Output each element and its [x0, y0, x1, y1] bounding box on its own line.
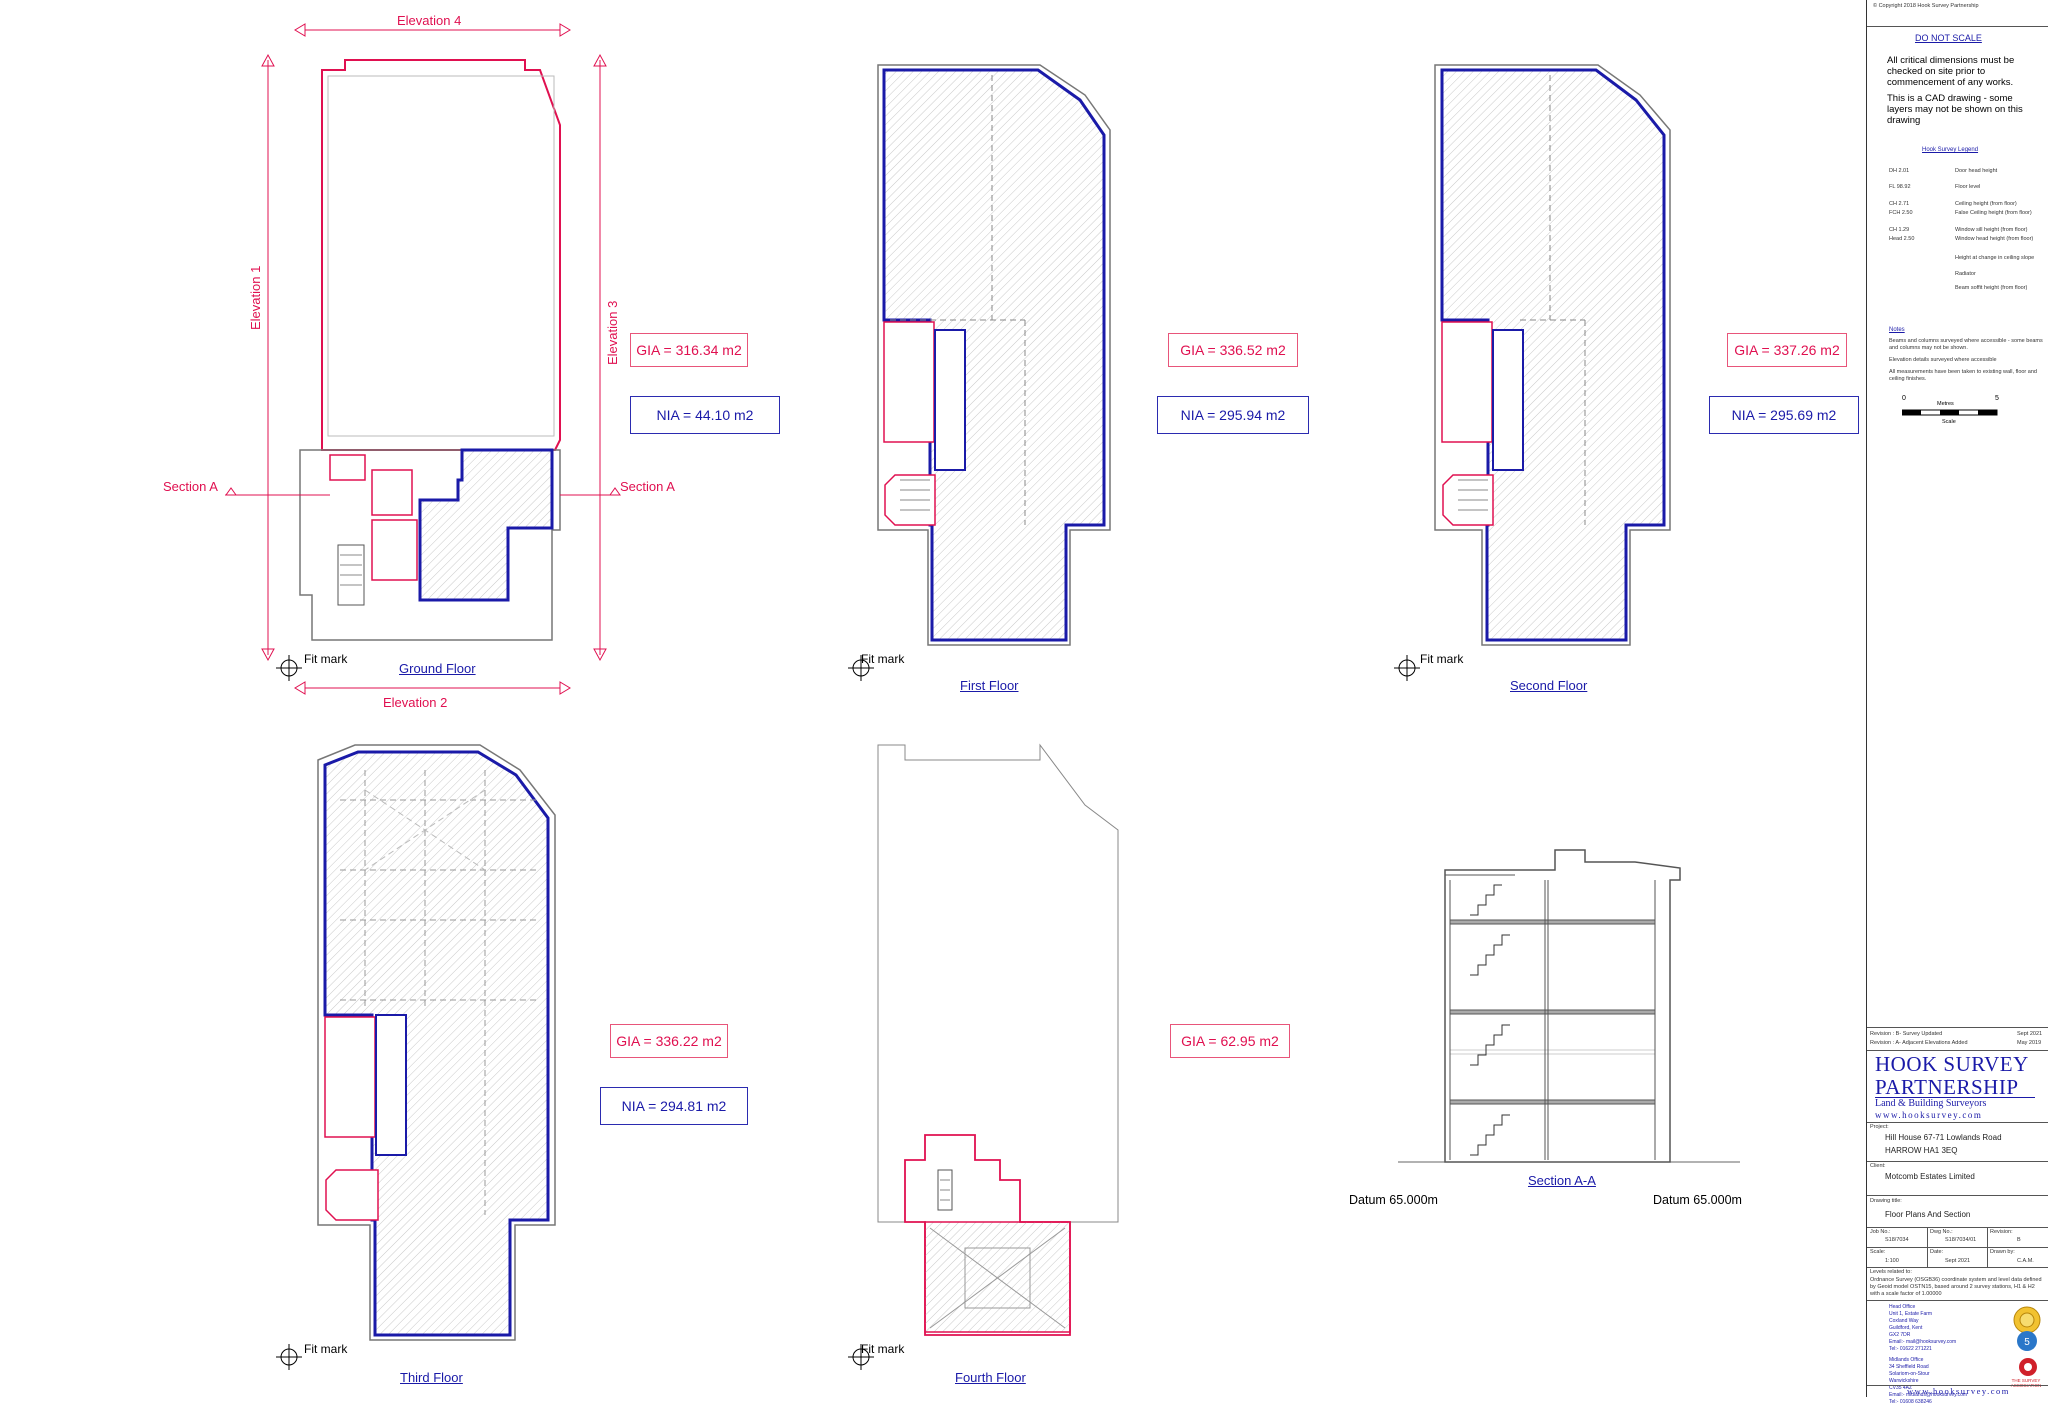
second-fit-mark: Fit mark	[1420, 652, 1464, 666]
datum-right-label: Datum 65.000m	[1653, 1193, 1742, 1207]
drawn-by-label: Drawn by:	[1990, 1249, 2015, 1255]
ground-floor-title: Ground Floor	[399, 661, 476, 676]
drawing-title-label: Drawing title:	[1870, 1198, 1902, 1204]
first-floor-nia: NIA = 295.94 m2	[1157, 396, 1309, 434]
scale-bar-unit: Metres	[1937, 401, 1954, 407]
section-a-right-label: Section A	[620, 479, 675, 494]
third-floor-gia: GIA = 336.22 m2	[610, 1024, 728, 1058]
floor-plans-drawing	[225, 23, 1740, 1370]
fourth-floor-title: Fourth Floor	[955, 1370, 1026, 1385]
project-label: Project:	[1870, 1124, 1889, 1130]
revision-a: Revision : A- Adjacent Elevations Added	[1870, 1040, 1968, 1046]
third-floor-title: Third Floor	[400, 1370, 463, 1385]
scale-bar-end: 5	[1995, 395, 1999, 402]
drawn-by-value: C.A.M.	[2017, 1258, 2034, 1264]
scale-label: Scale:	[1870, 1249, 1886, 1255]
datum-left-label: Datum 65.000m	[1349, 1193, 1438, 1207]
brand-line-2: PARTNERSHIP	[1875, 1075, 2019, 1099]
legend-title: Hook Survey Legend	[1922, 147, 1979, 153]
revision-value: B	[2017, 1237, 2021, 1243]
project-line-1: Hill House 67-71 Lowlands Road	[1885, 1133, 2002, 1142]
revision-label: Revision:	[1990, 1229, 2013, 1235]
section-a-a-title: Section A-A	[1528, 1173, 1596, 1188]
elevation-3-label: Elevation 3	[605, 300, 620, 365]
section-a-left-label: Section A	[163, 479, 218, 494]
scale-bar-start: 0	[1902, 395, 1906, 402]
first-floor-plan	[848, 64, 1111, 681]
do-not-scale: DO NOT SCALE	[1915, 33, 1982, 43]
first-floor-gia: GIA = 336.52 m2	[1168, 333, 1298, 367]
brand-line-1: HOOK SURVEY	[1875, 1052, 2029, 1076]
job-label: Job No.:	[1870, 1229, 1891, 1235]
fourth-floor-gia: GIA = 62.95 m2	[1170, 1024, 1290, 1058]
head-office-address: Head Office Unit 1, Estate Farm Coxland …	[1889, 1304, 1957, 1352]
second-floor-plan	[1394, 64, 1671, 681]
third-fit-mark: Fit mark	[304, 1342, 348, 1356]
third-floor-plan	[276, 744, 556, 1370]
title-block: © Copyright 2018 Hook Survey Partnership…	[1866, 0, 2048, 1405]
tsa-label: THE SURVEY ASSOCIATION	[2010, 1378, 2042, 1388]
third-floor-nia: NIA = 294.81 m2	[600, 1087, 748, 1125]
revision-a-date: May 2019	[2017, 1040, 2042, 1046]
fourth-floor-plan	[848, 743, 1119, 1370]
dwg-value: S18/7034/01	[1945, 1237, 1977, 1243]
dwg-label: Dwg No.:	[1930, 1229, 1953, 1235]
fourth-fit-mark: Fit mark	[861, 1342, 905, 1356]
brand-url: www.hooksurvey.com	[1875, 1110, 1983, 1120]
copyright-text: © Copyright 2018 Hook Survey Partnership	[1873, 3, 1979, 9]
svg-text:5: 5	[2024, 1337, 2030, 1348]
ground-floor-plan	[225, 23, 621, 695]
levels-text: Ordnance Survey (OSGB36) coordinate syst…	[1870, 1277, 2042, 1297]
note-3: All measurements have been taken to exis…	[1889, 369, 2037, 382]
footer-url: www.hooksurvey.com	[1907, 1386, 2010, 1396]
cad-drawing-note: This is a CAD drawing - some layers may …	[1887, 93, 2023, 126]
first-floor-title: First Floor	[960, 678, 1019, 693]
ground-floor-gia: GIA = 316.34 m2	[630, 333, 748, 367]
critical-dimensions-note: All critical dimensions must be checked …	[1887, 55, 2015, 88]
ground-fit-mark: Fit mark	[304, 652, 348, 666]
elevation-1-label: Elevation 1	[248, 265, 263, 330]
second-floor-nia: NIA = 295.69 m2	[1709, 396, 1859, 434]
note-1: Beams and columns surveyed where accessi…	[1889, 338, 2043, 351]
section-a-a-drawing	[1398, 849, 1740, 1163]
date-value: Sept 2021	[1945, 1258, 1971, 1264]
revision-b: Revision : B- Survey Updated	[1870, 1031, 1943, 1037]
date-label: Date:	[1930, 1249, 1944, 1255]
second-floor-gia: GIA = 337.26 m2	[1727, 333, 1847, 367]
note-2: Elevation details surveyed where accessi…	[1889, 357, 1997, 363]
scale-bar-label: Scale	[1942, 419, 1956, 425]
drawing-title-value: Floor Plans And Section	[1885, 1210, 1971, 1219]
client-value: Motcomb Estates Limited	[1885, 1172, 1975, 1181]
elevation-2-label: Elevation 2	[383, 695, 448, 710]
revision-b-date: Sept 2021	[2017, 1031, 2043, 1037]
first-fit-mark: Fit mark	[861, 652, 905, 666]
project-line-2: HARROW HA1 3EQ	[1885, 1146, 1958, 1155]
brand-line-3: Land & Building Surveyors	[1875, 1098, 1987, 1109]
job-value: S18/7034	[1885, 1237, 1909, 1243]
second-floor-title: Second Floor	[1510, 678, 1588, 693]
notes-title: Notes	[1889, 327, 1905, 333]
scale-value: 1:100	[1885, 1258, 1899, 1264]
scale-bar	[1902, 409, 1998, 416]
ground-floor-nia: NIA = 44.10 m2	[630, 396, 780, 434]
levels-label: Levels related to:	[1870, 1269, 1912, 1275]
tsa-logo-icon	[2019, 1358, 2037, 1376]
elevation-4-label: Elevation 4	[397, 13, 462, 28]
client-label: Client:	[1870, 1163, 1886, 1169]
midlands-office-address: Midlands Office 34 Sheffield Road Solari…	[1889, 1357, 1968, 1405]
rics-logo-icon: 5	[2017, 1331, 2037, 1351]
